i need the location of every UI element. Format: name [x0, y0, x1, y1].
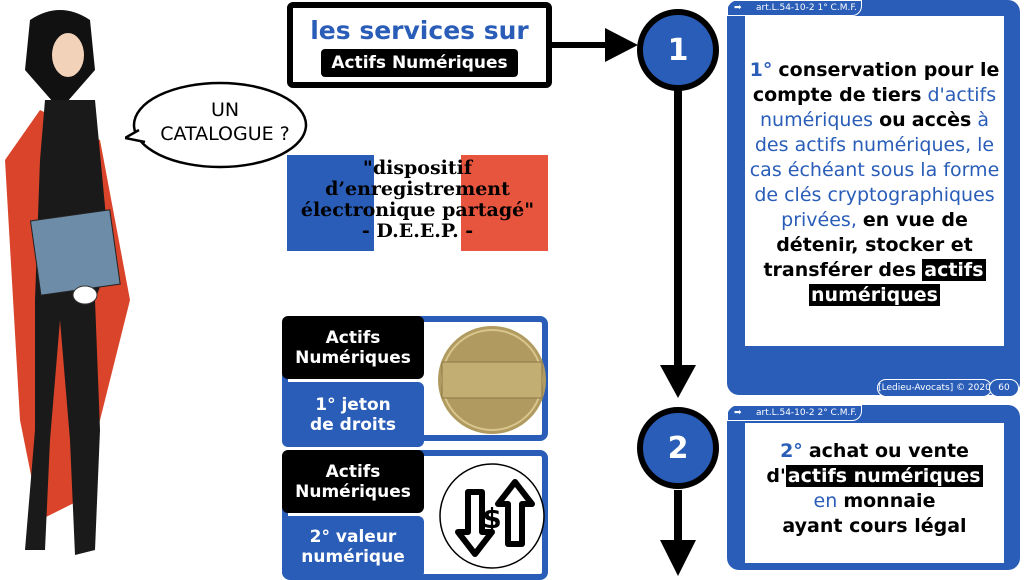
t5: à des actifs numériques, le cas échéant …: [749, 109, 1000, 231]
panel-1-body: 1° conservation pour le compte de tiers …: [745, 16, 1004, 346]
french-flag-background: [287, 155, 548, 251]
t6: ayant cours légal: [782, 515, 967, 537]
t4: en: [813, 490, 838, 512]
deep-line-3: électronique partagé": [300, 199, 535, 221]
arrow-down-head-2: [660, 540, 696, 576]
coin-token-image: [438, 326, 546, 434]
arrow-right-icon: ➡: [734, 408, 742, 418]
panel-2-body: 2° achat ou vente d'actifs numériques en…: [745, 423, 1004, 563]
card-label: Actifs Numériques: [282, 316, 424, 379]
t9: numériques: [809, 284, 940, 306]
card-sub: 1° jeton de droits: [282, 382, 424, 447]
deep-line-1: "dispositif: [362, 157, 473, 179]
dollar-exchange-icon: $: [439, 463, 545, 569]
card-valeur-numerique: Actifs Numériques 2° valeur numérique $: [282, 450, 548, 580]
services-title: les services sur: [310, 16, 529, 45]
actifs-numeriques-label: Actifs Numériques: [321, 49, 518, 77]
num: 2°: [780, 440, 803, 462]
panel-1-ref-text: art.L.54-10-2 1° C.M.F.: [756, 3, 857, 13]
t7: des: [878, 259, 917, 281]
t1: conservation pour le compte de tiers: [752, 59, 1000, 106]
step-1-circle: 1: [637, 9, 719, 91]
step-2-circle: 2: [637, 407, 719, 489]
card-label: Actifs Numériques: [282, 450, 424, 513]
t1: achat ou vente: [808, 440, 969, 462]
t8: actifs: [922, 259, 986, 281]
t5: monnaie: [843, 490, 936, 512]
t6: en vue de détenir, stocker et transférer: [763, 209, 973, 281]
arrow-right-head: [605, 28, 638, 62]
t4: accès: [911, 109, 972, 131]
t2: d'actifs numériques: [759, 84, 997, 131]
t3: actifs numériques: [785, 465, 983, 487]
svg-text:$: $: [482, 502, 501, 535]
arrow-right-icon: ➡: [734, 3, 742, 13]
t3: ou: [879, 109, 906, 131]
panel-1-reference: ➡ art.L.54-10-2 1° C.M.F.: [727, 0, 862, 16]
card-jeton-de-droits: Actifs Numériques 1° jeton de droits: [282, 316, 548, 447]
superheroine-illustration: [5, 10, 130, 555]
speech-bubble: [125, 81, 308, 169]
panel-2-ref-text: art.L.54-10-2 2° C.M.F.: [756, 408, 857, 418]
deep-line-2: d’enregistrement: [325, 178, 510, 200]
panel-article-2: ➡ art.L.54-10-2 2° C.M.F. 2° achat ou ven…: [727, 405, 1020, 570]
deep-line-4: - D.E.E.P. -: [361, 220, 474, 242]
speech-bubble-text: UN CATALOGUE ?: [160, 99, 290, 145]
copyright: [Ledieu-Avocats] © 2020: [877, 379, 992, 397]
deep-definition: "dispositif d’enregistrement électroniqu…: [287, 158, 548, 242]
panel-article-1: ➡ art.L.54-10-2 1° C.M.F. 1° conservation…: [727, 0, 1020, 397]
page-number: 60: [989, 379, 1019, 397]
card-sub: 2° valeur numérique: [282, 516, 424, 578]
arrow-down-head: [660, 365, 696, 398]
num: 1°: [749, 59, 773, 81]
panel-2-reference: ➡ art.L.54-10-2 2° C.M.F.: [727, 405, 862, 421]
t2: d': [766, 465, 786, 487]
services-title-box: les services sur Actifs Numériques: [287, 2, 552, 88]
